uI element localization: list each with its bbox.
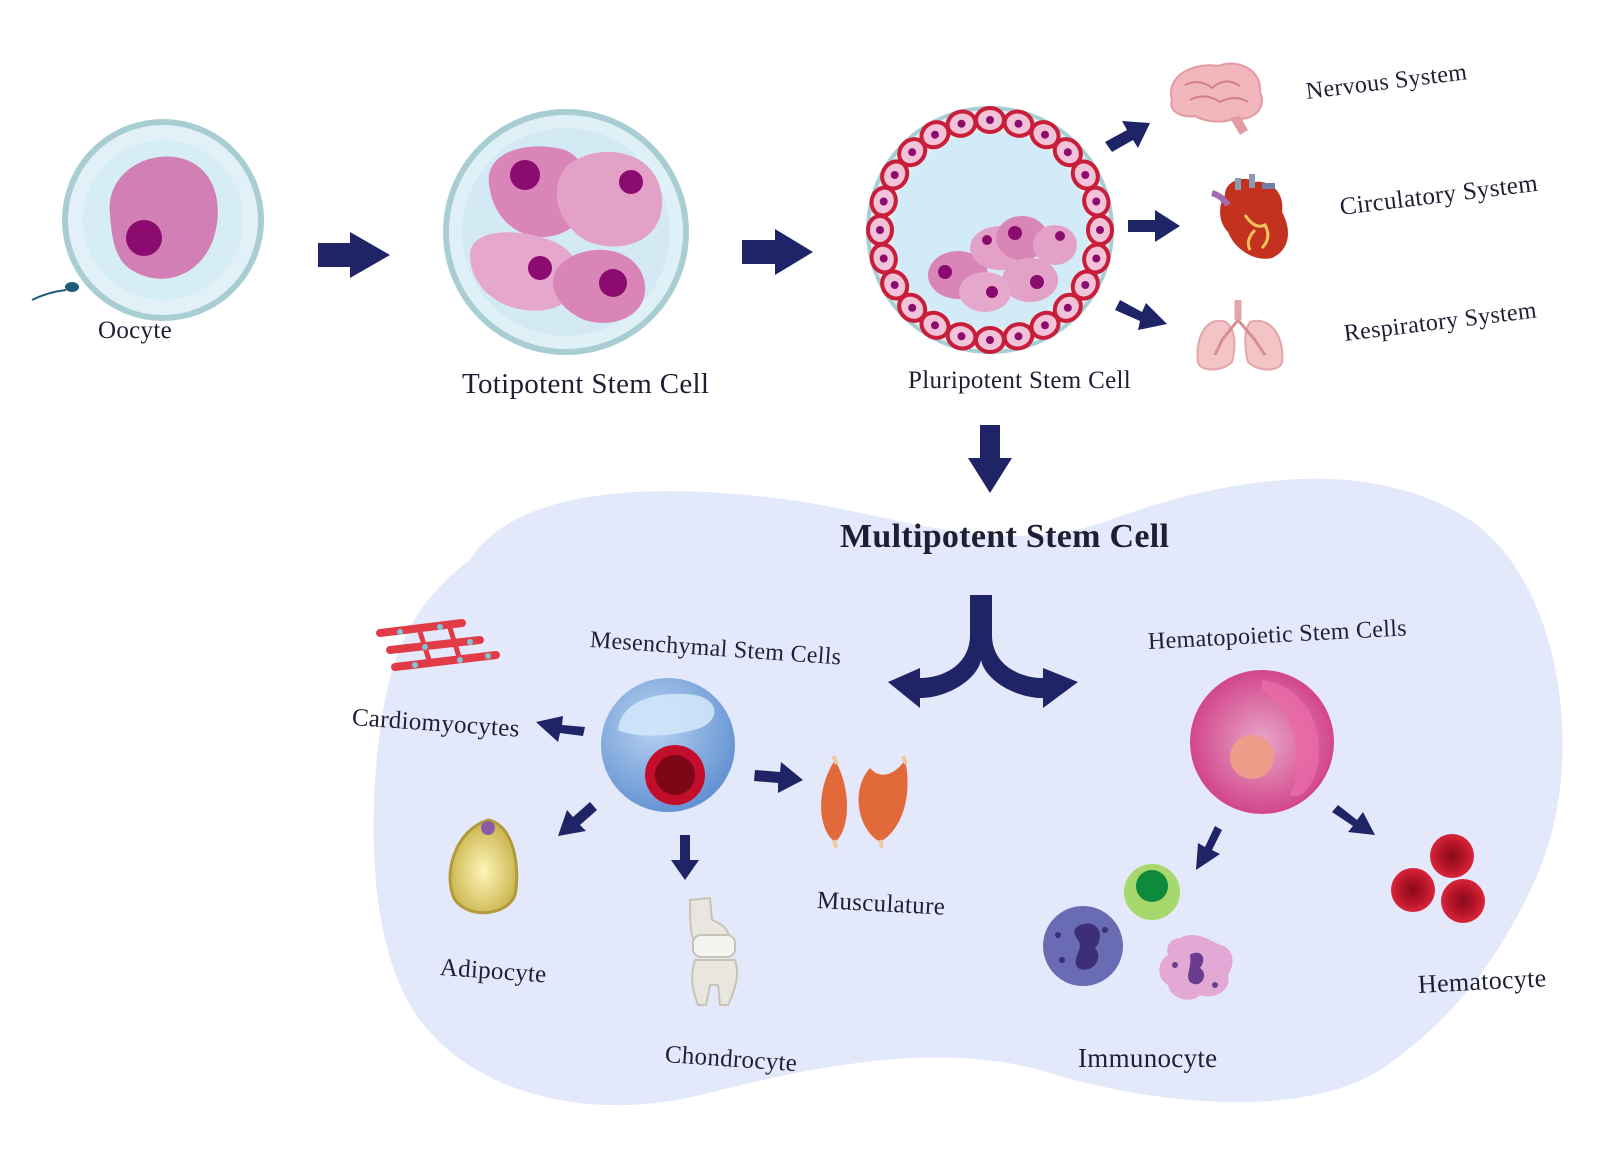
trophoblast-nucleus <box>931 321 939 330</box>
trophoblast-nucleus <box>1063 148 1072 157</box>
multipotent-background-blob <box>373 478 1563 1106</box>
trophoblast-nucleus <box>1081 171 1090 179</box>
arrow-to-musculature <box>754 762 803 793</box>
heart-icon <box>1211 174 1288 259</box>
label-oocyte: Oocyte <box>98 317 172 344</box>
sperm-icon <box>31 282 79 301</box>
trophoblast-nucleus <box>1096 226 1104 234</box>
lymphocyte-icon <box>1159 935 1233 1000</box>
label-immunocyte: Immunocyte <box>1078 1043 1218 1073</box>
arrow-to-circulatory <box>1128 210 1180 242</box>
arrow-oocyte-to-totipotent <box>318 232 390 278</box>
neutrophil-icon <box>1124 864 1180 920</box>
trophoblast-nucleus <box>890 281 899 289</box>
pluripotent-blastocyst-icon <box>866 106 1114 354</box>
trophoblast-nucleus <box>957 119 966 128</box>
arrow-totipotent-to-pluripotent <box>742 229 813 275</box>
arrow-to-cardiomyocytes <box>536 716 585 742</box>
label-pluripotent: Pluripotent Stem Cell <box>908 367 1131 394</box>
hematopoietic-cell-icon <box>1190 670 1334 814</box>
arrow-to-hematocyte <box>1332 805 1375 835</box>
trophoblast-nucleus <box>908 148 917 157</box>
trophoblast-nucleus <box>986 116 994 124</box>
monocyte-icon <box>1043 906 1123 986</box>
totipotent-cell-icon <box>443 109 689 355</box>
label-totipotent: Totipotent Stem Cell <box>462 368 710 400</box>
trophoblast-nucleus <box>986 336 994 344</box>
trophoblast-nucleus <box>957 332 966 341</box>
arrow-pluripotent-to-multipotent <box>968 425 1012 493</box>
arrow-to-nervous <box>1105 121 1150 152</box>
mesenchymal-cell-icon <box>601 678 735 812</box>
trophoblast-nucleus <box>931 130 939 139</box>
muscle-icon <box>821 755 908 849</box>
trophoblast-nucleus <box>1014 332 1023 341</box>
lungs-icon <box>1196 300 1284 371</box>
trophoblast-nucleus <box>876 226 884 234</box>
trophoblast-nucleus <box>1092 254 1101 263</box>
split-arrow <box>888 595 1078 708</box>
trophoblast-nucleus <box>890 171 899 179</box>
knee-joint-icon <box>688 896 738 1006</box>
trophoblast-nucleus <box>1041 130 1049 139</box>
arrow-to-immunocyte <box>1196 826 1222 870</box>
cardiomyocyte-icon <box>376 619 500 671</box>
trophoblast-nucleus <box>1014 119 1023 128</box>
arrow-to-chondrocyte <box>671 835 699 880</box>
red-blood-cell-icon <box>1391 834 1485 923</box>
arrow-to-respiratory <box>1115 300 1167 330</box>
arrow-to-adipocyte <box>558 802 597 836</box>
brain-icon <box>1169 62 1263 135</box>
trophoblast-nucleus <box>1041 321 1049 330</box>
trophoblast-nucleus <box>1063 303 1072 312</box>
adipocyte-icon <box>448 818 519 915</box>
label-musculature: Musculature <box>816 887 946 921</box>
trophoblast-nucleus <box>1081 281 1090 289</box>
trophoblast-nucleus <box>879 254 888 263</box>
trophoblast-nucleus <box>908 303 917 312</box>
trophoblast-nucleus <box>879 197 888 206</box>
label-hematocyte: Hematocyte <box>1417 963 1548 999</box>
trophoblast-nucleus <box>1092 197 1101 206</box>
label-multipotent: Multipotent Stem Cell <box>840 518 1170 555</box>
oocyte-cell-icon <box>62 119 264 321</box>
